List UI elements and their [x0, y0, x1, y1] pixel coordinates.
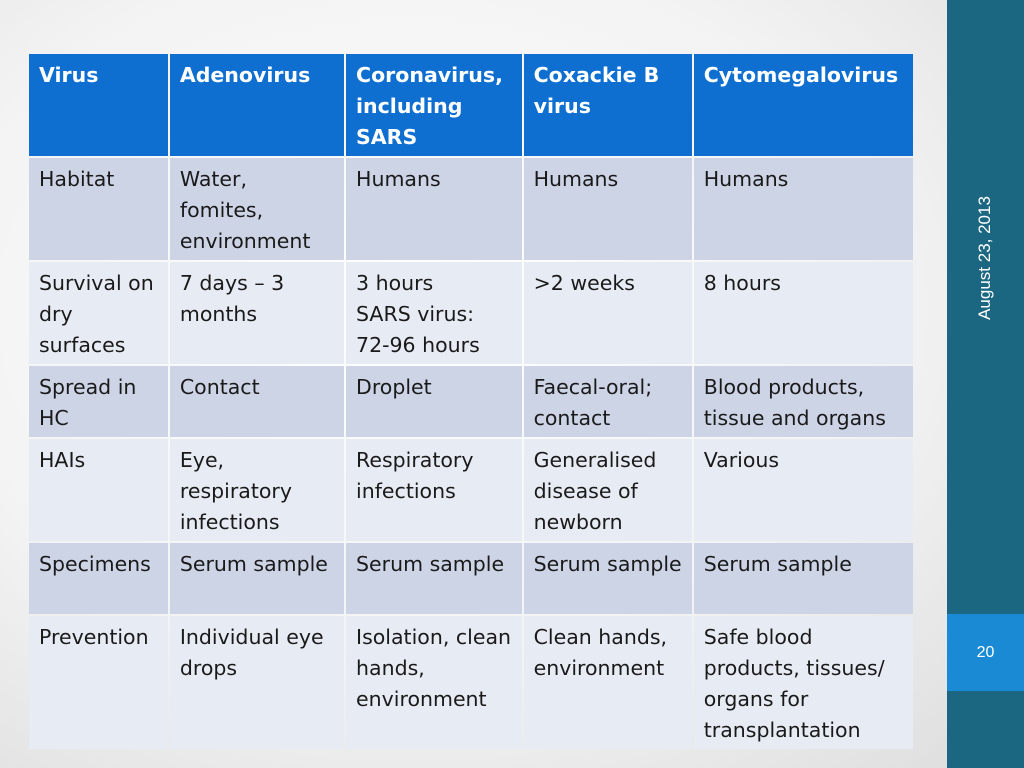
table-cell: Generalised disease of newborn	[523, 439, 692, 541]
table-cell: Humans	[346, 158, 522, 260]
table-cell: 8 hours	[693, 262, 913, 364]
header-cell: Coxackie B virus	[523, 54, 692, 156]
row-label: HAIs	[29, 439, 168, 541]
header-cell: Adenovirus	[169, 54, 345, 156]
header-cell: Coronavirus, including SARS	[346, 54, 522, 156]
row-label: Spread in HC	[29, 366, 168, 437]
slide-date: August 23, 2013	[975, 196, 994, 320]
table-row: Prevention Individual eye drops Isolatio…	[29, 616, 913, 749]
table-cell: Isolation, clean hands, environment	[346, 616, 522, 749]
table-cell: Humans	[693, 158, 913, 260]
table-cell: Serum sample	[693, 543, 913, 614]
header-cell: Cytomegalovirus	[693, 54, 913, 156]
table-cell: Serum sample	[346, 543, 522, 614]
table-cell: >2 weeks	[523, 262, 692, 364]
table-row: Habitat Water, fomites, environment Huma…	[29, 158, 913, 260]
table-header-row: Virus Adenovirus Coronavirus, including …	[29, 54, 913, 156]
row-label: Habitat	[29, 158, 168, 260]
table-cell: Safe blood products, tissues/ organs for…	[693, 616, 913, 749]
table-cell-line: SARS virus: 72-96 hours	[356, 302, 480, 357]
table-row: Specimens Serum sample Serum sample Seru…	[29, 543, 913, 614]
table-cell-line: 3 hours	[356, 271, 434, 295]
table-cell: Humans	[523, 158, 692, 260]
virus-comparison-table: Virus Adenovirus Coronavirus, including …	[27, 52, 915, 751]
table-cell: Water, fomites, environment	[169, 158, 345, 260]
table-row: HAIs Eye, respiratory infections Respira…	[29, 439, 913, 541]
table-cell: 7 days – 3 months	[169, 262, 345, 364]
table-cell: Various	[693, 439, 913, 541]
table-cell: Contact	[169, 366, 345, 437]
table-row: Survival on dry surfaces 7 days – 3 mont…	[29, 262, 913, 364]
page-number: 20	[947, 614, 1024, 691]
table-cell: Eye, respiratory infections	[169, 439, 345, 541]
table-row: Spread in HC Contact Droplet Faecal-oral…	[29, 366, 913, 437]
row-label: Prevention	[29, 616, 168, 749]
table-cell: Serum sample	[169, 543, 345, 614]
table-cell: Droplet	[346, 366, 522, 437]
table-cell: Clean hands, environment	[523, 616, 692, 749]
row-label: Survival on dry surfaces	[29, 262, 168, 364]
table-cell: Faecal-oral; contact	[523, 366, 692, 437]
table-cell: Individual eye drops	[169, 616, 345, 749]
table-cell: Respiratory infections	[346, 439, 522, 541]
table-cell: Serum sample	[523, 543, 692, 614]
table-cell: Blood products, tissue and organs	[693, 366, 913, 437]
header-cell: Virus	[29, 54, 168, 156]
table-cell: 3 hours SARS virus: 72-96 hours	[346, 262, 522, 364]
row-label: Specimens	[29, 543, 168, 614]
